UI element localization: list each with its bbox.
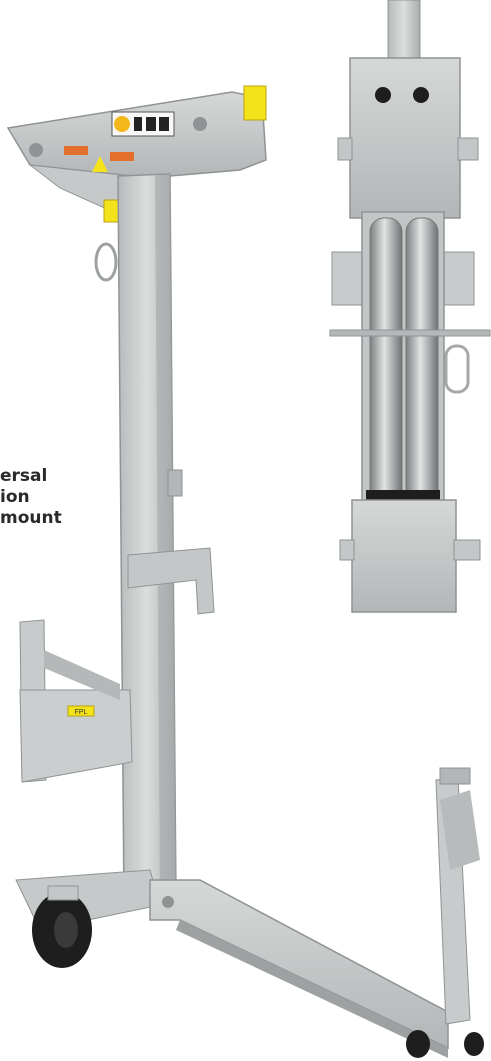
mount-lower-plate: [351, 499, 457, 613]
head-bolt-left: [29, 143, 43, 157]
mount-head-box: [349, 57, 461, 219]
warning-sticker-top-right: [243, 85, 267, 121]
head-bolt-right: [193, 117, 207, 131]
caption-line-3: mount: [0, 508, 62, 528]
caption-line-1: ersal: [0, 466, 48, 486]
mount-pin-handle: [444, 344, 470, 394]
mount-rod-right: [405, 217, 439, 509]
stand-assembly: FPL: [6, 85, 484, 1058]
caster-wheel-left: [32, 885, 92, 968]
warning-sticker-orange-2: [110, 152, 134, 161]
mount-hole-right: [413, 87, 429, 103]
warning-triangle: [92, 156, 108, 172]
mount-hole-left: [375, 87, 391, 103]
pull-pin-ring: [94, 242, 118, 282]
product-caption: ersal ion mount: [0, 466, 62, 529]
caption-line-2: ion: [0, 487, 30, 507]
column-bracket: [127, 547, 215, 615]
base-beam: [149, 879, 449, 1050]
mount-front-view: [329, 0, 491, 613]
mount-rod-left: [369, 217, 403, 509]
small-sticker: [67, 705, 95, 717]
top-bracket-right: [439, 767, 471, 785]
small-sticker-text: FPL: [75, 709, 88, 716]
mount-pin: [329, 329, 491, 337]
warning-sticker-orange-1: [64, 146, 88, 155]
mount-top-post: [387, 0, 421, 63]
caster-wheel-right: [406, 1030, 484, 1058]
mount-arm-horizontal: [19, 689, 133, 783]
